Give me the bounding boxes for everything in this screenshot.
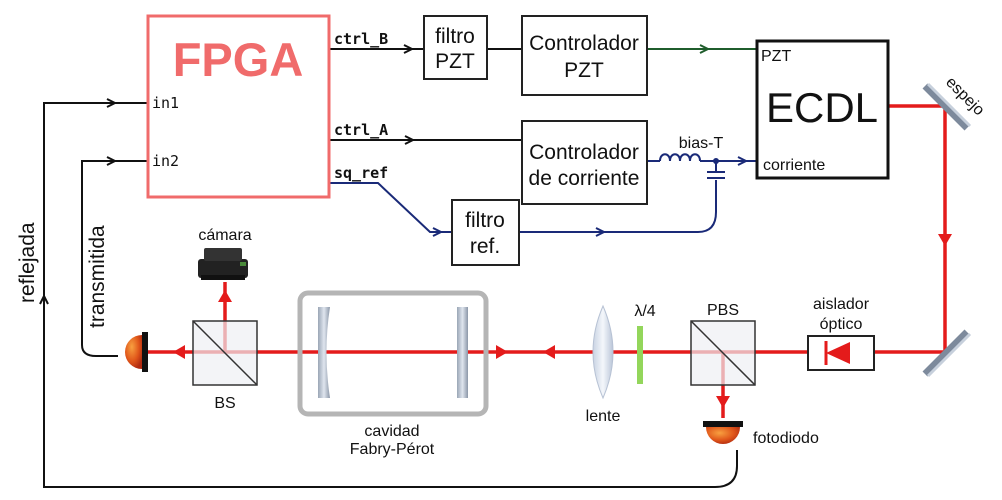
controlador-corriente-line2: de corriente — [529, 167, 640, 190]
camara-label: cámara — [198, 227, 251, 244]
ecdl-title: ECDL — [766, 84, 878, 131]
espejo-top-mirror — [922, 82, 972, 131]
aislador-line1: aislador — [813, 296, 870, 313]
controlador-corriente-block: Controlador de corriente — [521, 120, 648, 205]
ctrl-b-label: ctrl_B — [334, 30, 388, 48]
fpga-in1-label: in1 — [152, 94, 179, 112]
controlador-pzt-line1: Controlador — [529, 32, 639, 55]
controlador-pzt-line2: PZT — [564, 59, 604, 82]
ctrl-a-label: ctrl_A — [334, 121, 388, 139]
filtro-ref-block: filtro ref. — [451, 199, 520, 266]
camara — [198, 248, 248, 280]
signal-wires — [39, 44, 757, 488]
filtro-pzt-line1: filtro — [435, 25, 475, 48]
filtro-ref-line2: ref. — [470, 235, 500, 258]
fpga-in2-label: in2 — [152, 152, 179, 170]
fotodiodo-label: fotodiodo — [753, 430, 819, 447]
pbs-cube — [690, 320, 756, 386]
cavidad-line1: cavidad — [364, 423, 419, 440]
aislador-optico — [807, 335, 875, 371]
lente-label: lente — [586, 408, 621, 425]
ecdl-corriente-label: corriente — [763, 157, 825, 174]
fotodiodo-left — [125, 332, 148, 372]
lente — [592, 304, 614, 400]
filtro-pzt-block: filtro PZT — [423, 15, 488, 80]
espejo-bottom-mirror — [922, 329, 972, 378]
sq-ref-label: sq_ref — [334, 164, 388, 182]
controlador-pzt-block: Controlador PZT — [521, 15, 648, 96]
fotodiodo-bottom — [703, 421, 743, 444]
transmitida-label: transmitida — [86, 225, 109, 328]
bs-cube — [192, 320, 258, 386]
cavidad-fabry-perot — [297, 290, 489, 417]
lambda4-label: λ/4 — [634, 303, 655, 320]
pbs-label: PBS — [707, 302, 739, 319]
filtro-ref-line1: filtro — [465, 209, 505, 232]
fpga-title: FPGA — [173, 33, 304, 86]
cavidad-line2: Fabry-Pérot — [350, 441, 435, 458]
ecdl-block: ECDL PZT corriente — [755, 39, 890, 180]
reflejada-label: reflejada — [16, 222, 39, 303]
aislador-line2: óptico — [820, 316, 863, 333]
controlador-corriente-line1: Controlador — [529, 141, 639, 164]
filtro-pzt-line2: PZT — [435, 50, 475, 73]
ecdl-pzt-label: PZT — [761, 48, 791, 65]
bias-t-label: bias-T — [679, 135, 724, 152]
bs-label: BS — [214, 395, 235, 412]
lambda-4-waveplate — [637, 326, 643, 384]
fpga-block: FPGA in1 in2 — [146, 14, 331, 199]
